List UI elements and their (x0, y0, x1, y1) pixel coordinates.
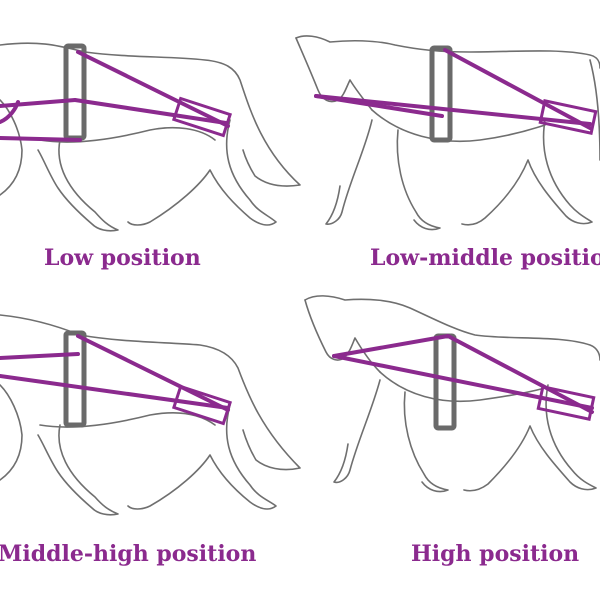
reins-low (0, 50, 233, 142)
horse-middle-high (0, 314, 301, 516)
horse-front-leg-far (0, 99, 23, 196)
girth-low-middle (429, 45, 453, 143)
caption-high-position: High position (411, 541, 580, 567)
horse-hind-leg (461, 119, 593, 226)
horse-front-leg (325, 119, 373, 225)
girth-high (433, 333, 457, 431)
horse-hind-leg (127, 404, 277, 510)
horse-head (304, 295, 600, 361)
reins-low-middle (314, 48, 598, 135)
horse-front-leg (37, 424, 119, 516)
horse-front-leg-far (396, 129, 441, 231)
horse-belly (379, 371, 546, 403)
horse-belly (371, 109, 546, 143)
reins-middle-high (0, 334, 233, 426)
horse-front-leg (333, 379, 381, 484)
girth-low (63, 43, 87, 141)
horse-front-leg-far (0, 384, 23, 481)
horse-belly (39, 126, 216, 143)
horse-hind-leg (463, 384, 597, 492)
horse-front-leg (37, 139, 119, 232)
horse-head (295, 35, 600, 69)
caption-low-position: Low position (44, 245, 201, 271)
caption-middle-high-position: Middle-high position (0, 541, 257, 567)
horse-hind-leg (127, 119, 277, 226)
horse-low (0, 42, 301, 232)
caption-low-middle-position: Low-middle position (370, 245, 600, 271)
horse-front-leg-far (403, 391, 449, 493)
girth-middle-high (63, 330, 87, 428)
horse-low-middle (295, 35, 600, 231)
horse-body-outline (0, 314, 301, 471)
reins-high (332, 334, 596, 421)
horse-high (304, 295, 600, 493)
